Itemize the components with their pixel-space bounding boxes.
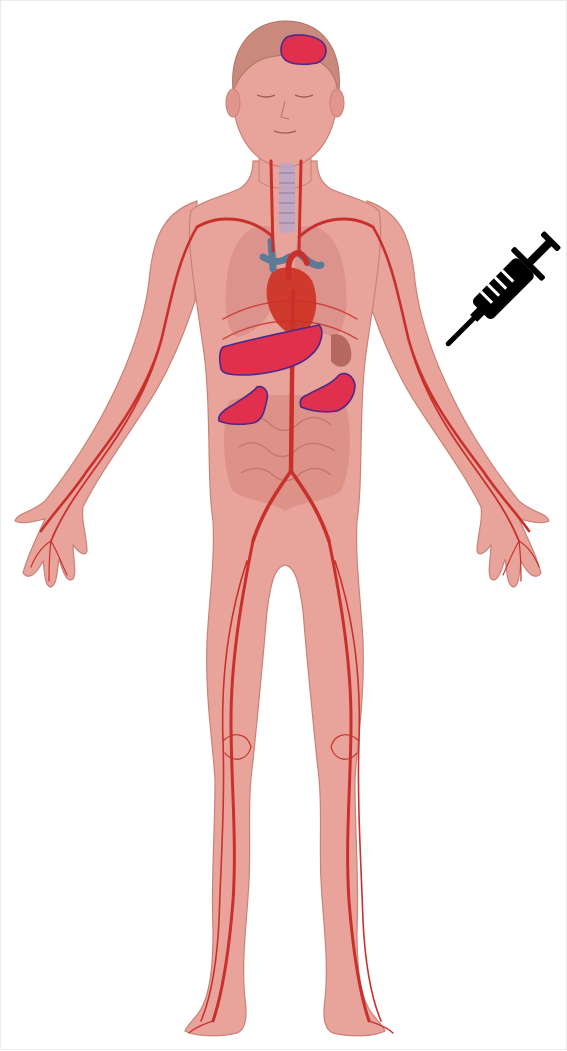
syringe-icon [433,224,567,360]
descending-aorta [291,291,293,471]
brain-highlight [281,35,326,64]
ear-left [226,89,240,117]
syringe-needle [448,316,476,344]
ear-right [330,89,344,117]
